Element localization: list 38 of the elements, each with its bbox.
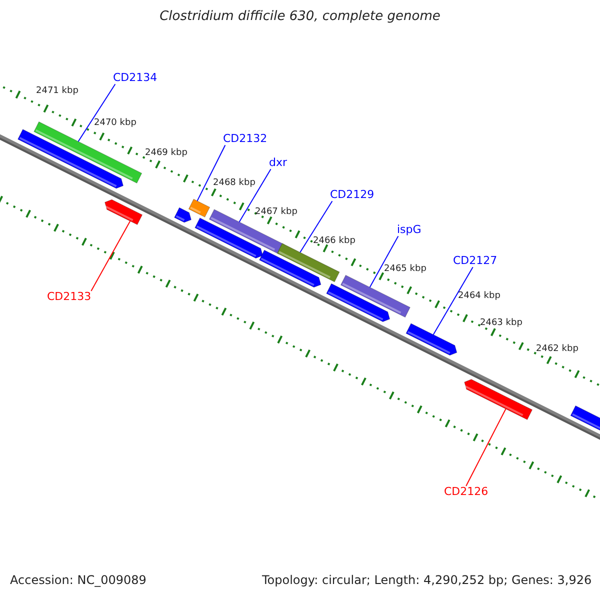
gene-label: CD2129 bbox=[330, 189, 374, 202]
gene-feature bbox=[463, 379, 533, 420]
position-label: 2462 kbp bbox=[536, 345, 578, 355]
gene-label: dxr bbox=[269, 157, 288, 170]
gene-bar bbox=[340, 274, 410, 318]
position-label: 2467 kbp bbox=[255, 208, 298, 218]
title: Clostridium difficile 630, complete genome bbox=[158, 10, 442, 24]
genome-info-text: Topology: circular; Length: 4,290,252 bp; Genes: 3,926 bbox=[262, 574, 592, 588]
position-label: 2468 kbp bbox=[213, 179, 256, 189]
gene-feature bbox=[258, 250, 322, 288]
position-label: 2471 kbp bbox=[36, 87, 78, 97]
gene-label: CD2127 bbox=[453, 255, 498, 268]
leader-line bbox=[90, 220, 131, 292]
position-label: 2465 kbp bbox=[384, 265, 426, 275]
gene-label: CD2133 bbox=[47, 291, 92, 304]
gene-feature bbox=[194, 218, 264, 259]
position-label: 2470 kbp bbox=[94, 119, 136, 129]
position-label: 2466 kbp bbox=[313, 237, 356, 247]
position-label: 2464 kbp bbox=[458, 292, 500, 302]
gene-feature bbox=[104, 199, 143, 226]
gene-label: CD2132 bbox=[223, 133, 268, 146]
leader-line bbox=[432, 266, 474, 336]
gene-label: ispG bbox=[397, 224, 422, 236]
position-label: 2463 kbp bbox=[480, 319, 522, 329]
leader-line bbox=[466, 408, 506, 486]
gene-feature bbox=[406, 323, 458, 356]
accession-text: Accession: NC_009089 bbox=[10, 574, 146, 588]
gene-feature bbox=[326, 283, 390, 322]
leader-line bbox=[300, 200, 333, 253]
leader-line bbox=[238, 168, 272, 222]
position-label: 2469 kbp bbox=[145, 149, 188, 159]
gene-label: CD2134 bbox=[113, 72, 158, 84]
gene-bar bbox=[188, 198, 210, 218]
leader-line bbox=[196, 144, 226, 202]
gene-bar bbox=[276, 243, 340, 282]
gene-feature bbox=[174, 207, 192, 223]
gene-feature bbox=[17, 129, 124, 189]
gene-label: CD2126 bbox=[444, 486, 488, 498]
